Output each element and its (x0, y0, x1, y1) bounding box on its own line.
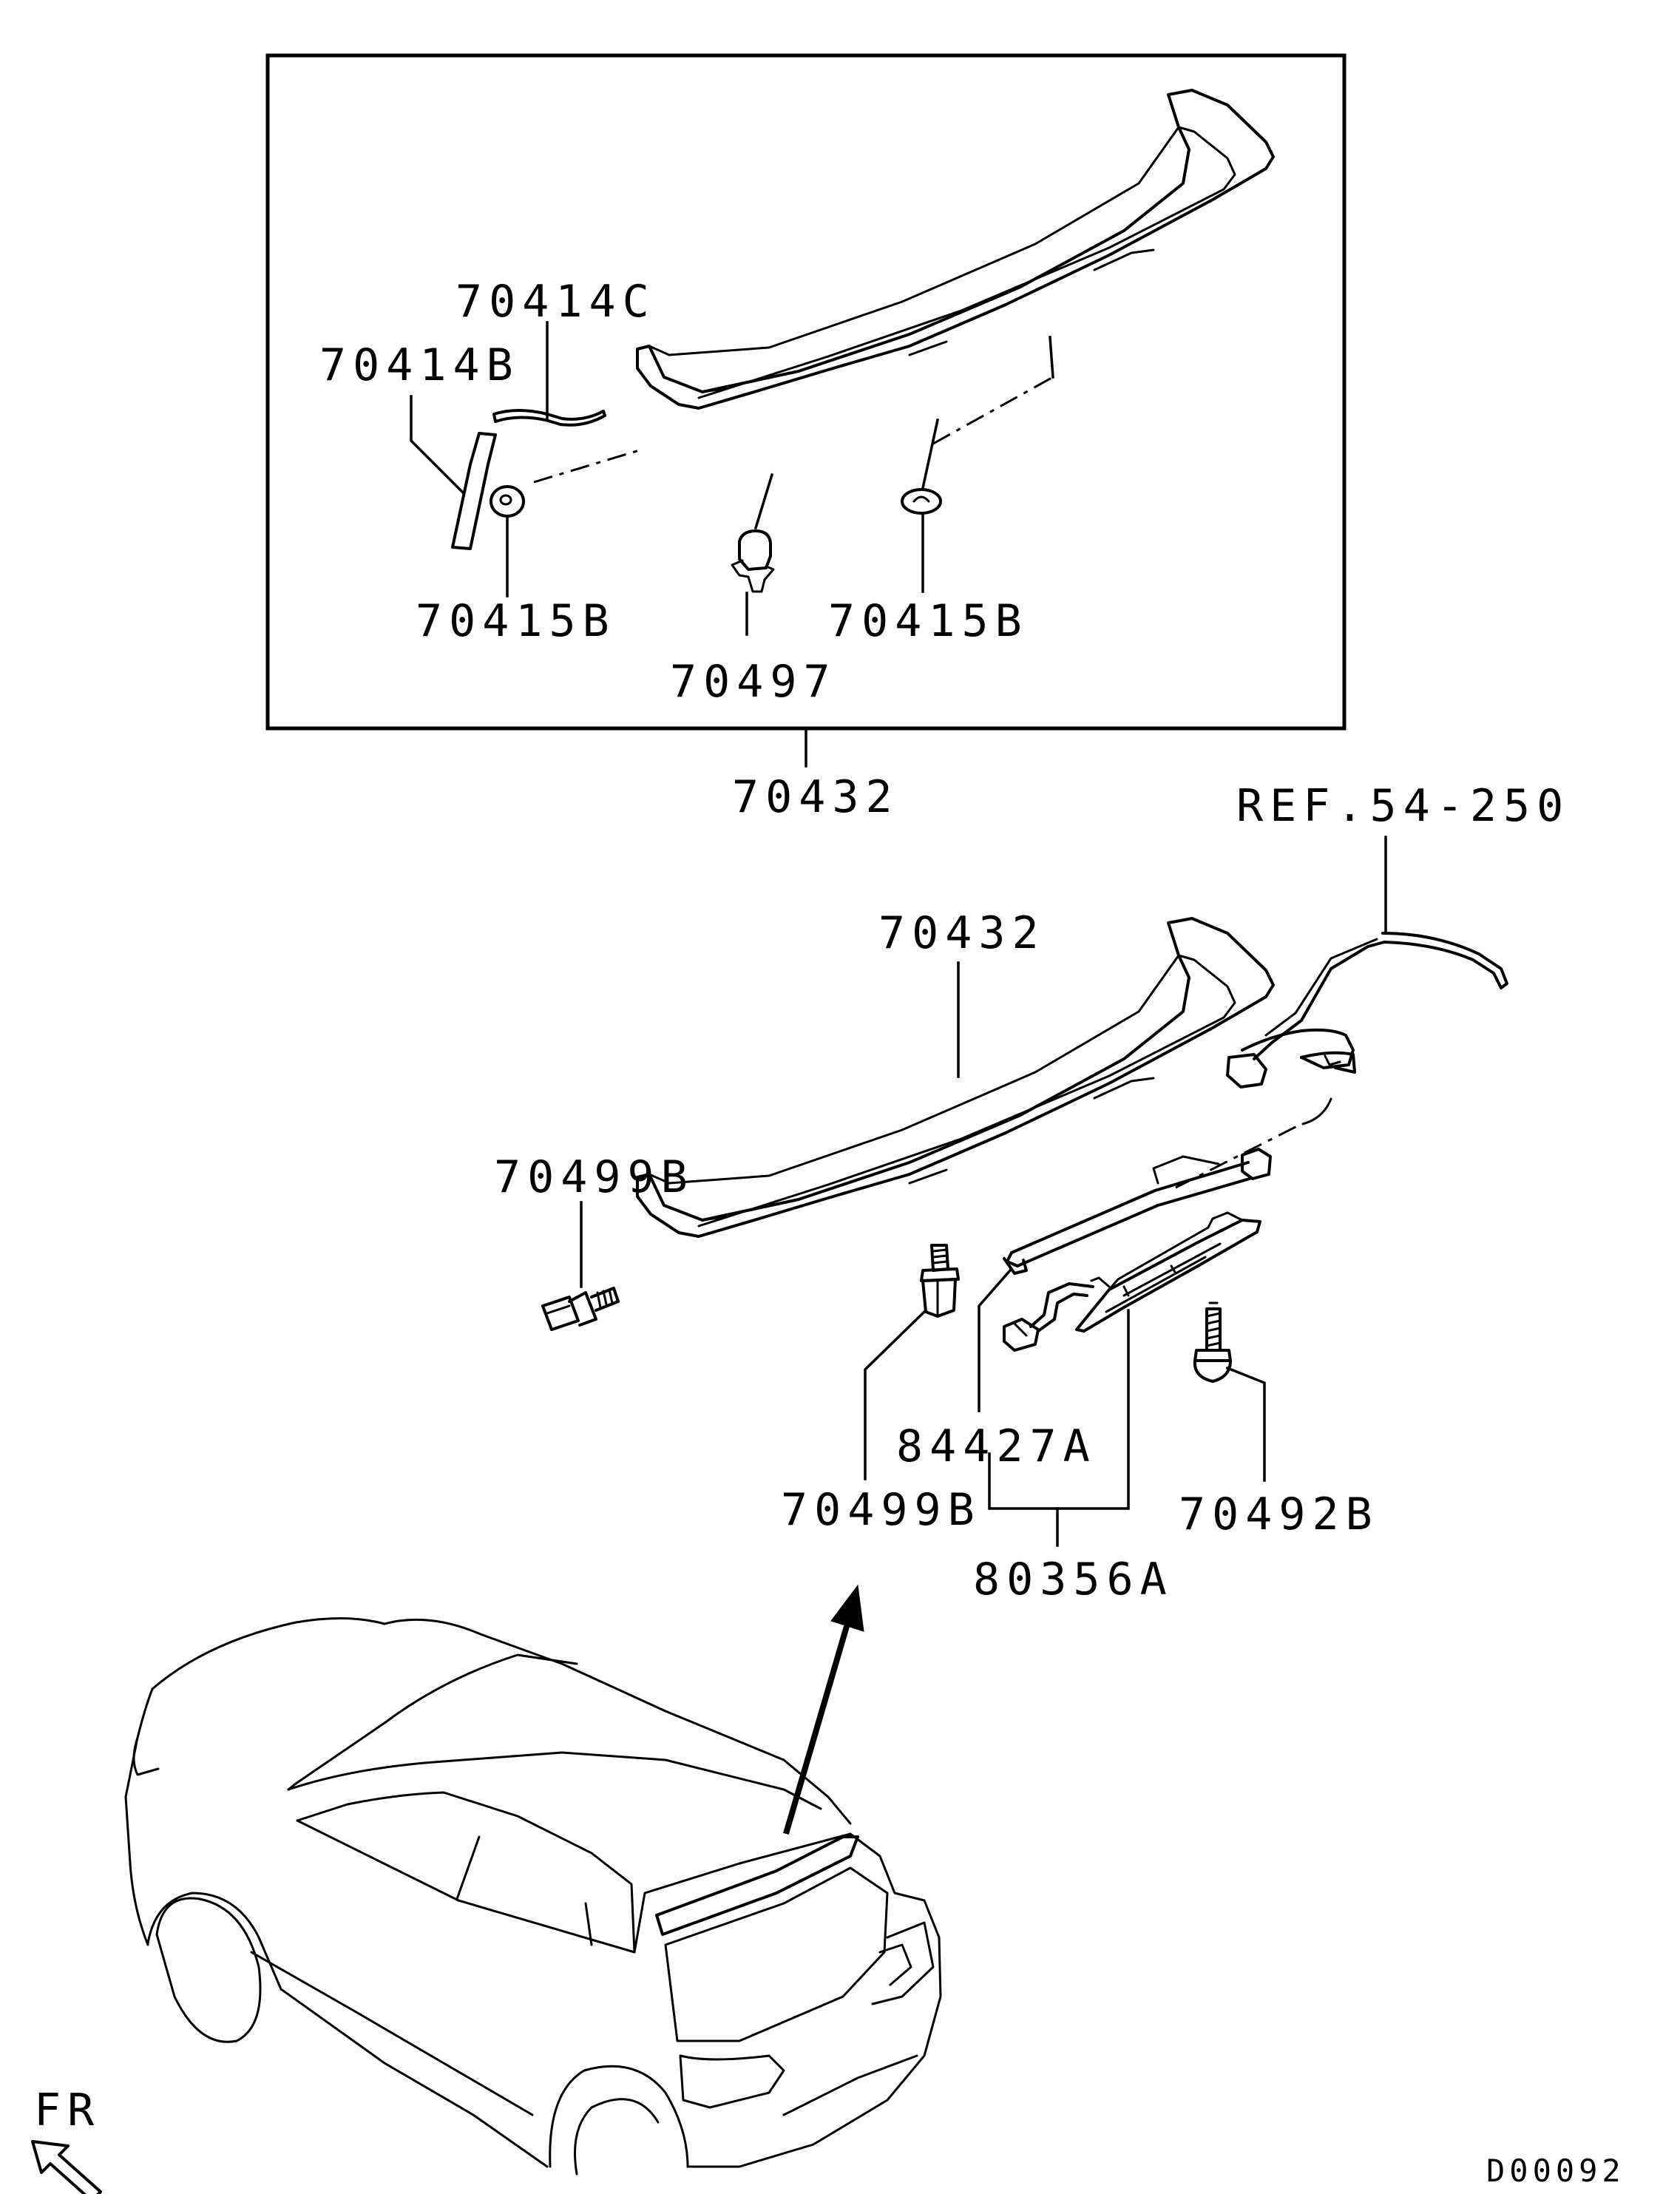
grommet-left-70415b (490, 485, 525, 518)
label-70415b-left: 70415B (416, 595, 616, 647)
clip-70497 (731, 529, 775, 593)
orientation-indicator: FR (31, 2085, 102, 2194)
lower-spoiler-drawing (636, 917, 1275, 1238)
leader-84427a (978, 1268, 1012, 1412)
reference-harness-54-250 (1226, 932, 1508, 1088)
leader-70499b-center (864, 1310, 927, 1480)
label-ref-54-250: REF.54-250 (1236, 780, 1570, 832)
strip-70414b (451, 432, 497, 550)
label-70432-assembly: 70432 (732, 771, 899, 823)
locator-line-right-drop (1049, 336, 1054, 379)
label-70497: 70497 (670, 656, 837, 708)
label-70414c: 70414C (455, 276, 656, 328)
vehicle-outline (124, 1584, 942, 2176)
label-70492b: 70492B (1179, 1489, 1379, 1540)
lower-assembly: 70432 REF.54-250 70499B 84427A 70499B 70… (494, 780, 1570, 1605)
harness-84427a (1003, 1148, 1272, 1275)
upper-spoiler-drawing (636, 89, 1275, 410)
lamp-assembly-80356a (1075, 1211, 1261, 1333)
locator-line-left (533, 448, 643, 484)
label-84427a: 84427A (896, 1421, 1097, 1472)
label-70415b-right: 70415B (828, 595, 1029, 647)
leader-70415b-right-upper (921, 418, 940, 490)
leader-70497-upper (753, 473, 774, 530)
drawing-code: D00092 (1486, 2153, 1625, 2189)
upper-assembly-panel: 70414C 70414B 70415B 70497 70415B (265, 53, 1347, 731)
orientation-label: FR (34, 2085, 101, 2136)
locator-line-harness (1175, 1123, 1302, 1189)
leader-70414b (410, 395, 465, 495)
lamp-connector-pigtail (1003, 1282, 1094, 1352)
label-80356a: 80356A (973, 1554, 1173, 1605)
grommet-right-70415b (901, 488, 942, 515)
connector-end-harness (1301, 1097, 1332, 1125)
locator-line-right (932, 376, 1054, 445)
label-70499b-center: 70499B (781, 1484, 981, 1536)
bolt-center-70499b (920, 1244, 960, 1318)
screw-70492b (1193, 1301, 1232, 1383)
label-70432-spoiler: 70432 (878, 907, 1046, 959)
location-arrow (783, 1620, 851, 1835)
orientation-arrow-icon (31, 2140, 102, 2194)
strip-70414c (492, 409, 606, 427)
location-arrow-head (830, 1584, 864, 1632)
bolt-left-70499b (541, 1287, 620, 1331)
label-70499b-left: 70499B (494, 1151, 694, 1203)
leader-80356a (988, 1309, 1130, 1510)
label-70414b: 70414B (319, 339, 520, 391)
leader-70492b (1225, 1366, 1266, 1482)
